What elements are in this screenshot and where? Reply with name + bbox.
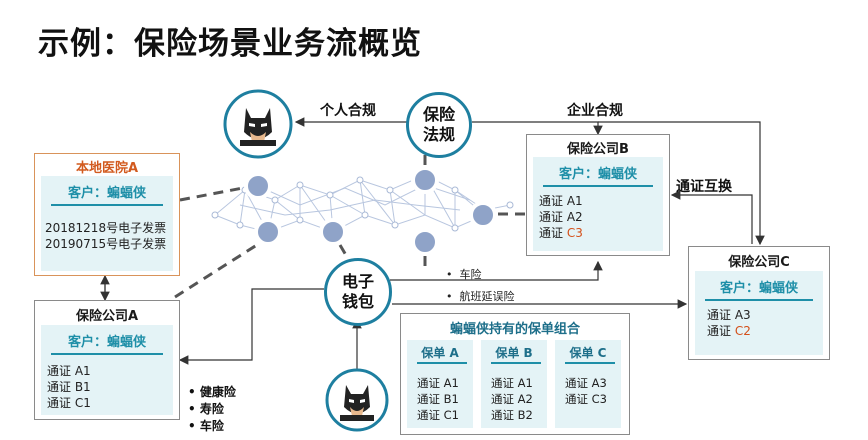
batman-icon-bottom	[340, 385, 374, 421]
policy-b-item-1: 通证 A1	[491, 376, 533, 390]
portfolio-title: 蝙蝠侠持有的保单组合	[449, 322, 580, 337]
company-b-token-2: 通证 A2	[539, 210, 583, 224]
product-item: • 车险	[188, 419, 224, 433]
divider	[705, 299, 813, 301]
product-label: 寿险	[199, 402, 224, 416]
divider	[51, 353, 163, 355]
page-title: 示例：保险场景业务流概览	[38, 26, 422, 62]
hospital-a-client: 客户：蝙蝠侠	[67, 186, 146, 201]
policy-a-item-1: 通证 A1	[417, 376, 459, 390]
company-b-panel: 客户：蝙蝠侠 通证 A1 通证 A2 通证 C3	[533, 157, 663, 251]
company-c-title: 保险公司C	[728, 255, 790, 270]
product-label: 健康险	[199, 385, 236, 399]
company-a-panel: 客户：蝙蝠侠 通证 A1 通证 B1 通证 C1	[41, 325, 173, 415]
product-label: 车险	[459, 268, 482, 281]
token-exchange-label: 通证互换	[676, 179, 732, 195]
wallet-node: 电子 钱包	[324, 258, 392, 326]
company-c-panel: 客户：蝙蝠侠 通证 A3 通证 C2	[695, 271, 823, 355]
policy-b-item-2: 通证 A2	[491, 392, 533, 406]
hospital-a-title: 本地医院A	[75, 161, 139, 176]
token-prefix: 通证	[539, 226, 567, 240]
company-a-card: 保险公司A 客户：蝙蝠侠 通证 A1 通证 B1 通证 C1	[34, 300, 180, 420]
divider	[51, 204, 163, 206]
personal-compliance-label: 个人合规	[320, 103, 376, 119]
policy-b: 保单 B 通证 A1 通证 A2 通证 B2	[481, 340, 547, 428]
company-a-token-1: 通证 A1	[47, 364, 91, 378]
policy-c: 保单 C 通证 A3 通证 C3	[555, 340, 621, 428]
batman-icon-top	[240, 108, 276, 146]
policy-b-item-3: 通证 B2	[491, 408, 533, 422]
product-flight-delay: • 航班延误险	[446, 290, 515, 303]
token-code-highlight: C3	[566, 226, 583, 240]
company-a-token-2: 通证 B1	[47, 380, 91, 394]
policy-c-title: 保单 C	[569, 346, 607, 360]
company-c-token-2: 通证 C2	[707, 323, 751, 339]
invoice-2: 20190715号电子发票	[45, 237, 167, 251]
company-c-card: 保险公司C 客户：蝙蝠侠 通证 A3 通证 C2	[688, 246, 830, 360]
divider	[417, 362, 467, 364]
product-label: 车险	[199, 419, 224, 433]
policy-a-item-2: 通证 B1	[417, 392, 459, 406]
enterprise-compliance-label: 企业合规	[567, 103, 623, 119]
company-b-client: 客户：蝙蝠侠	[558, 167, 637, 182]
network-nodes	[244, 166, 497, 256]
company-b-card: 保险公司B 客户：蝙蝠侠 通证 A1 通证 A2 通证 C3	[526, 134, 670, 256]
company-b-token-3: 通证 C3	[539, 225, 583, 241]
product-car-right: • 车险	[446, 268, 482, 281]
regulator-node: 保险 法规	[406, 92, 472, 158]
policy-a: 保单 A 通证 A1 通证 B1 通证 C1	[407, 340, 473, 428]
token-code-highlight: C2	[734, 324, 751, 338]
product-item: • 寿险	[188, 402, 224, 416]
company-a-client: 客户：蝙蝠侠	[67, 335, 146, 350]
product-item: • 健康险	[188, 385, 236, 399]
policy-a-title: 保单 A	[421, 346, 459, 360]
hospital-a-card: 本地医院A 客户：蝙蝠侠 20181218号电子发票 20190715号电子发票	[34, 153, 180, 276]
divider	[491, 362, 541, 364]
policy-c-item-2: 通证 C3	[565, 392, 608, 406]
company-c-token-1: 通证 A3	[707, 308, 751, 322]
token-prefix: 通证	[707, 324, 735, 338]
company-a-title: 保险公司A	[75, 309, 139, 324]
product-label: 航班延误险	[459, 290, 515, 303]
hospital-a-panel: 客户：蝙蝠侠 20181218号电子发票 20190715号电子发票	[41, 176, 173, 271]
policy-a-item-3: 通证 C1	[417, 408, 460, 422]
company-c-client: 客户：蝙蝠侠	[719, 281, 798, 296]
wallet-label: 电子 钱包	[341, 272, 374, 311]
portfolio-card: 蝙蝠侠持有的保单组合 保单 A 通证 A1 通证 B1 通证 C1 保单 B 通…	[400, 313, 630, 435]
wallet-products-left: • 健康险 • 寿险 • 车险	[188, 384, 236, 435]
company-b-token-1: 通证 A1	[539, 194, 583, 208]
company-b-title: 保险公司B	[567, 142, 629, 157]
divider	[543, 185, 653, 187]
invoice-1: 20181218号电子发票	[45, 221, 167, 235]
policy-c-item-1: 通证 A3	[565, 376, 607, 390]
regulator-label: 保险 法规	[422, 105, 455, 144]
company-a-token-3: 通证 C1	[47, 396, 91, 410]
policy-b-title: 保单 B	[495, 346, 533, 360]
divider	[565, 362, 615, 364]
